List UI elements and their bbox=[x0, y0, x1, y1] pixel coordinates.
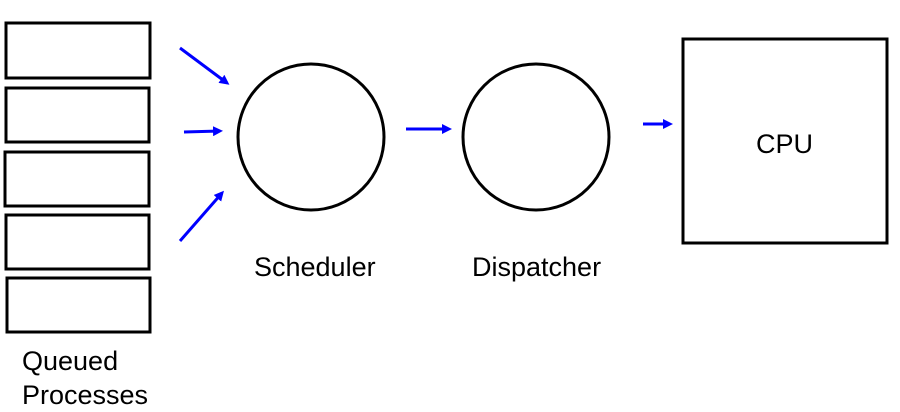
queue-slot bbox=[4, 86, 151, 144]
queue-slot bbox=[3, 150, 151, 208]
queued-processes-label: Queued Processes bbox=[22, 344, 148, 412]
queue-to-scheduler-arrow bbox=[178, 190, 224, 242]
dispatcher-node bbox=[461, 62, 611, 212]
queue-slot bbox=[5, 276, 152, 334]
cpu-box bbox=[681, 37, 889, 245]
queue-to-scheduler-arrow bbox=[179, 46, 230, 85]
dispatcher-label: Dispatcher bbox=[472, 252, 602, 282]
scheduler-label: Scheduler bbox=[254, 252, 376, 282]
queued-processes-label-line1: Queued bbox=[22, 346, 119, 376]
queued-processes-label-line2: Processes bbox=[22, 380, 149, 410]
queue-to-scheduler-arrow bbox=[183, 126, 223, 137]
process-queue bbox=[3, 21, 152, 334]
queue-slot bbox=[4, 213, 151, 271]
scheduler-node bbox=[236, 62, 386, 212]
cpu-label: CPU bbox=[756, 129, 814, 159]
queue-slot bbox=[4, 21, 152, 80]
